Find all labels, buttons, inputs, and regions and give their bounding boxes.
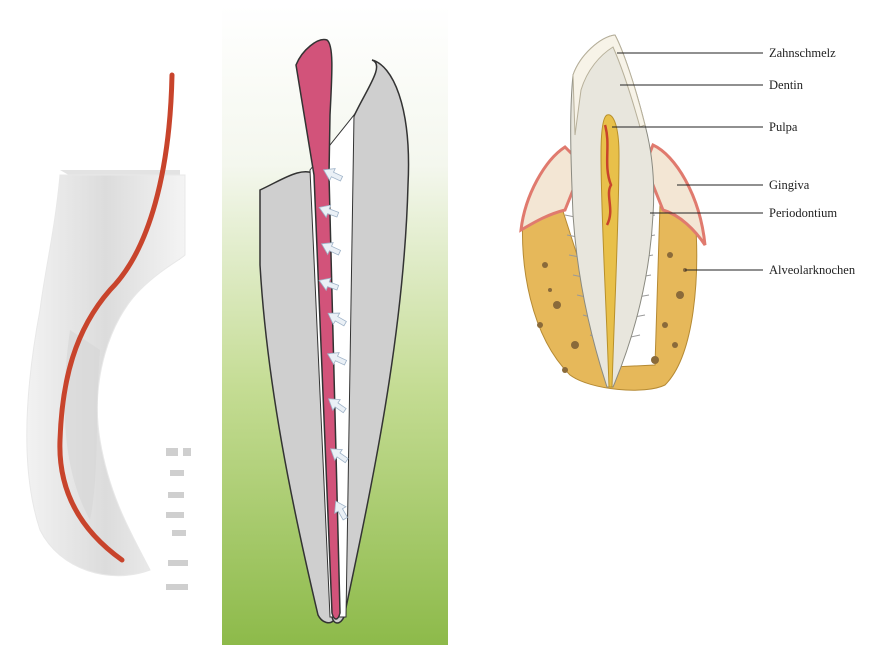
root-canal-file-illustration (0, 0, 205, 645)
label-gingiva: Gingiva (769, 178, 810, 192)
label-enamel: Zahnschmelz (769, 46, 836, 60)
faint-scan-marks (166, 448, 191, 590)
label-periodontium: Periodontium (769, 206, 837, 220)
canal-filling-illustration (222, 5, 448, 645)
label-alveolar-bone: Alveolarknochen (769, 263, 856, 277)
label-dentin: Dentin (769, 78, 804, 92)
tooth-anatomy-diagram: Zahnschmelz Dentin Pulpa Gingiva Periodo… (495, 15, 875, 415)
label-pulp: Pulpa (769, 120, 798, 134)
tooth-root-shape (27, 175, 185, 576)
